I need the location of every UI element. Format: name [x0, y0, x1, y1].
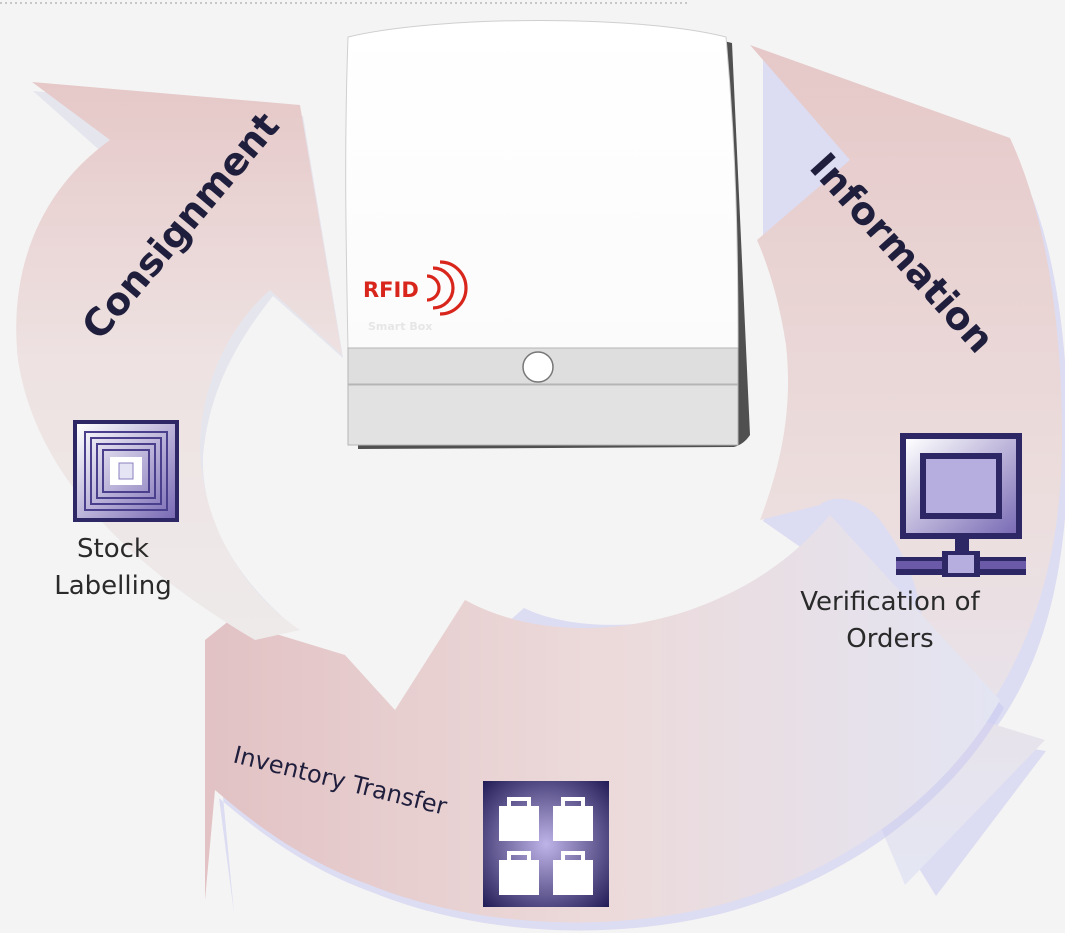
rfid-tag-icon	[73, 420, 179, 522]
box-brand-label: RFID	[363, 278, 419, 302]
rfid-waves-icon	[426, 260, 468, 316]
verification-line2: Orders	[846, 624, 933, 654]
box-power-button[interactable]	[522, 351, 554, 383]
networked-computer-icon	[896, 433, 1026, 577]
stock-labelling-line1: Stock	[77, 534, 149, 564]
stock-labelling-line2: Labelling	[54, 571, 172, 601]
box-drawer-lower	[347, 384, 739, 446]
verification-line1: Verification of	[800, 587, 980, 617]
rfid-smart-box: RFID Smart Box	[345, 20, 750, 449]
consignment-arrow	[16, 82, 343, 640]
box-subtitle: Smart Box	[368, 320, 432, 333]
shopping-bags-icon	[483, 781, 609, 907]
inventory-transfer-arrow	[205, 515, 1004, 931]
